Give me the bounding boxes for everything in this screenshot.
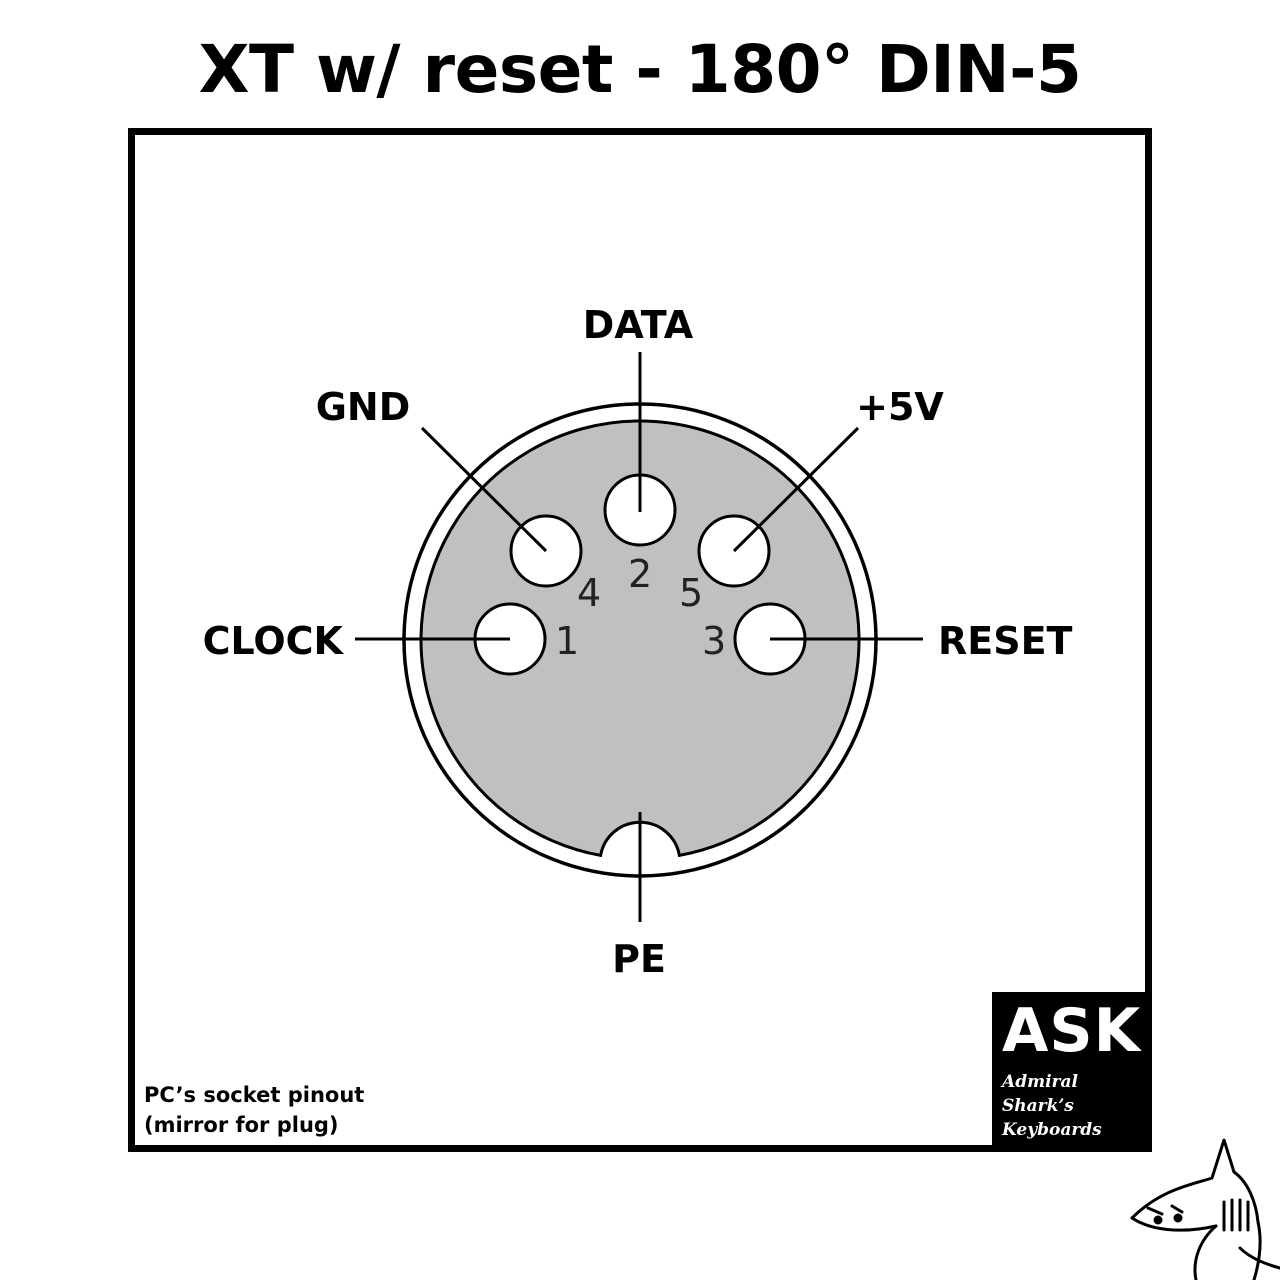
logo-subtitle-line-2: Shark’s <box>1002 1096 1074 1116</box>
logo-subtitle: Admiral Shark’s Keyboards <box>1002 1070 1135 1142</box>
logo-subtitle-line-1: Admiral <box>1002 1072 1078 1092</box>
pin-number-2: 2 <box>628 552 652 596</box>
signal-label-5v: +5V <box>856 385 944 429</box>
pin-number-4: 4 <box>577 571 601 615</box>
brand-logo: ASK Admiral Shark’s Keyboards <box>992 992 1145 1145</box>
signal-label-clock: CLOCK <box>203 619 345 663</box>
pin-number-1: 1 <box>555 619 579 663</box>
page-title: XT w/ reset - 180° DIN-5 <box>198 31 1082 108</box>
leader-line-gnd <box>420 426 548 553</box>
signal-label-reset: RESET <box>938 619 1073 663</box>
pinout-note: PC’s socket pinout (mirror for plug) <box>144 1080 364 1140</box>
pin-number-5: 5 <box>679 571 703 615</box>
leader-line-5v <box>732 426 860 553</box>
logo-subtitle-line-3: Keyboards <box>1002 1120 1102 1140</box>
pinout-note-line-2: (mirror for plug) <box>144 1113 339 1137</box>
signal-label-gnd: GND <box>316 385 411 429</box>
shark-mascot-icon <box>1130 1138 1280 1280</box>
signal-label-data: DATA <box>583 303 694 347</box>
pinout-note-line-1: PC’s socket pinout <box>144 1083 365 1107</box>
signal-label-pe: PE <box>612 937 666 981</box>
pin-number-3: 3 <box>702 619 726 663</box>
logo-mark: ASK <box>1002 996 1142 1066</box>
